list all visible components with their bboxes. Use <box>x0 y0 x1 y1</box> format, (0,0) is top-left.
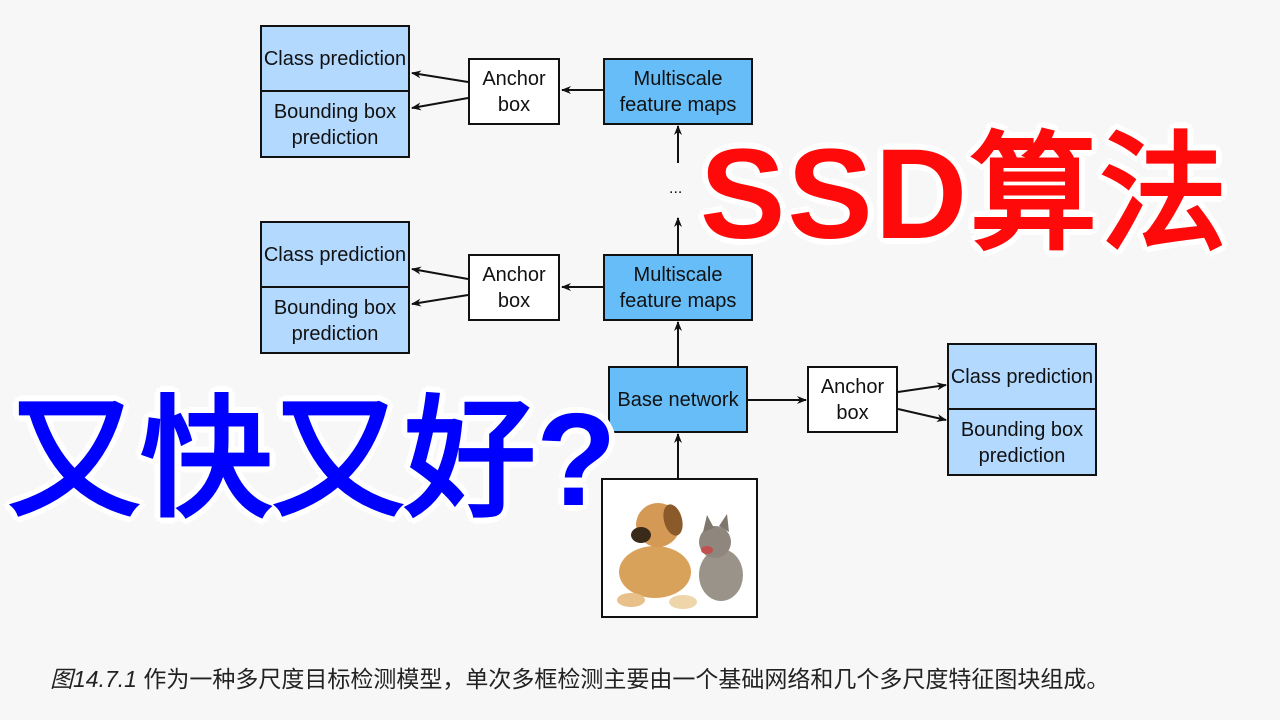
divider <box>949 408 1095 410</box>
middle-feature-maps: Multiscale feature maps <box>603 254 753 321</box>
top-feature-maps: Multiscale feature maps <box>603 58 753 125</box>
top-anchor-box: Anchor box <box>468 58 560 125</box>
figure-caption: 图14.7.1 作为一种多尺度目标检测模型，单次多框检测主要由一个基础网络和几个… <box>50 660 1109 694</box>
middle-bbox-prediction: Bounding box prediction <box>273 297 397 345</box>
input-image-dog-cat <box>601 478 758 618</box>
middle-class-prediction: Class prediction <box>263 244 407 266</box>
base-class-prediction: Class prediction <box>950 366 1094 388</box>
top-class-prediction: Class prediction <box>263 48 407 70</box>
divider <box>262 286 408 288</box>
divider <box>262 90 408 92</box>
base-network-box: Base network <box>608 366 748 433</box>
overlay-title-ssd: SSD算法 <box>700 123 1230 266</box>
base-prediction-box: Class prediction Bounding box prediction <box>947 343 1097 476</box>
dog-cat-illustration <box>617 503 743 609</box>
base-anchor-box: Anchor box <box>807 366 898 433</box>
base-bbox-prediction: Bounding box prediction <box>960 419 1084 467</box>
ellipsis: ... <box>669 180 683 197</box>
top-prediction-box: Class prediction Bounding box prediction <box>260 25 410 158</box>
middle-anchor-box: Anchor box <box>468 254 560 321</box>
overlay-title-fast-and-good: 又快又好? <box>8 386 617 533</box>
middle-prediction-box: Class prediction Bounding box prediction <box>260 221 410 354</box>
top-bbox-prediction: Bounding box prediction <box>273 101 397 149</box>
figure-label: 图14.7.1 <box>50 666 137 692</box>
caption-text: 作为一种多尺度目标检测模型，单次多框检测主要由一个基础网络和几个多尺度特征图块组… <box>136 666 1110 692</box>
